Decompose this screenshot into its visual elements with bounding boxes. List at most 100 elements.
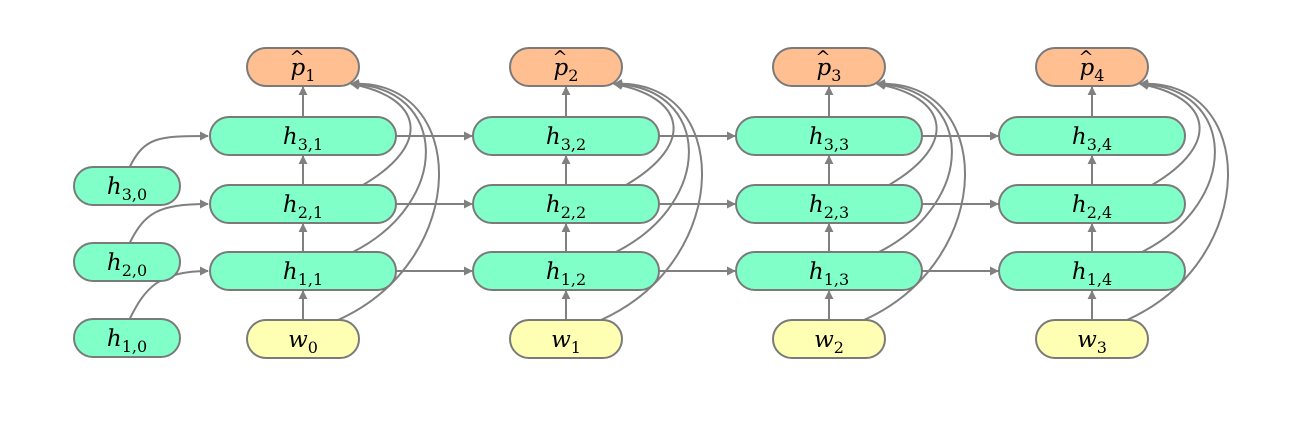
node-hidden-3-1: h3,1: [209, 116, 397, 156]
node-initial-h2: h2,0: [73, 242, 181, 282]
node-initial-h3-label: h3,0: [107, 174, 147, 204]
node-hidden-3-3: h3,3: [735, 116, 923, 156]
edge-h2-to-p-1: [350, 81, 412, 186]
node-hidden-2-4-label-base: h: [1072, 192, 1087, 218]
node-hidden-2-3: h2,3: [735, 184, 923, 224]
node-output-2-label: p2: [554, 55, 579, 85]
node-output-1-label-hat: ^: [289, 47, 304, 68]
node-hidden-1-1-label-sub: 1,1: [298, 270, 323, 289]
node-initial-h3-label-sub: 3,0: [122, 185, 147, 204]
node-input-1-box: [509, 319, 623, 359]
node-hidden-1-4: h1,4: [998, 251, 1186, 291]
node-output-2: p2^: [509, 47, 623, 87]
node-hidden-3-3-label: h3,3: [809, 124, 849, 154]
node-hidden-3-4: h3,4: [998, 116, 1186, 156]
node-hidden-2-4-label-sub: 2,4: [1087, 203, 1112, 222]
node-hidden-2-3-label-base: h: [809, 192, 824, 218]
node-hidden-1-4-label-sub: 1,4: [1087, 270, 1112, 289]
node-hidden-3-1-label: h3,1: [283, 124, 323, 154]
node-hidden-1-1-label-base: h: [283, 259, 298, 285]
node-hidden-1-3-label-sub: 1,3: [824, 270, 849, 289]
edge-init-1: [128, 266, 209, 320]
node-hidden-3-3-label-base: h: [809, 124, 824, 150]
node-output-2-box: [509, 47, 623, 87]
node-input-1: w1: [509, 319, 623, 359]
node-output-2-label-base: p: [554, 55, 569, 81]
node-hidden-2-1-label-base: h: [283, 192, 298, 218]
node-input-3: w3: [1035, 319, 1149, 359]
node-input-1-label: w1: [551, 327, 581, 357]
node-output-4-label-base: p: [1080, 55, 1095, 81]
node-hidden-3-4-label-sub: 3,4: [1087, 135, 1112, 154]
node-output-4-box: [1035, 47, 1149, 87]
node-initial-h2-box: [73, 242, 181, 282]
edge-h1-to-p-2: [613, 79, 690, 253]
node-hidden-2-3-label: h2,3: [809, 192, 849, 222]
node-output-4: p4^: [1035, 47, 1149, 87]
node-input-2: w2: [772, 319, 886, 359]
node-output-3-label-sub: 3: [831, 66, 841, 85]
node-hidden-2-2-label-base: h: [546, 192, 561, 218]
edge-h1-to-p-4: [1139, 79, 1216, 253]
node-hidden-3-2-label-sub: 3,2: [561, 135, 586, 154]
node-input-0: w0: [246, 319, 360, 359]
node-hidden-3-2-label: h3,2: [546, 124, 586, 154]
node-hidden-3-4-label: h3,4: [1072, 124, 1112, 154]
node-hidden-3-3-box: [735, 116, 923, 156]
node-output-1-label: p1: [291, 55, 316, 85]
node-initial-h1-label-sub: 1,0: [122, 337, 147, 356]
node-hidden-3-3-label-sub: 3,3: [824, 135, 849, 154]
node-hidden-1-1: h1,1: [209, 251, 397, 291]
node-hidden-1-3: h1,3: [735, 251, 923, 291]
node-input-3-label-base: w: [1077, 327, 1097, 353]
node-hidden-2-2-label-sub: 2,2: [561, 203, 586, 222]
node-input-1-label-base: w: [551, 327, 571, 353]
nodes-layer: h3,0h2,0h1,0p1^h3,1h2,1h1,1w0p2^h3,2h2,2…: [73, 47, 1186, 359]
node-input-0-label-base: w: [288, 327, 308, 353]
node-hidden-1-2: h1,2: [472, 251, 660, 291]
edge-h2-to-p-4: [1139, 81, 1201, 186]
edge-init-3: [128, 131, 209, 168]
node-input-3-label: w3: [1077, 327, 1107, 357]
node-output-1: p1^: [246, 47, 360, 87]
node-input-0-label-sub: 0: [308, 338, 318, 357]
edge-init-2: [128, 199, 209, 244]
node-hidden-3-4-box: [998, 116, 1186, 156]
node-input-2-box: [772, 319, 886, 359]
node-hidden-3-1-label-base: h: [283, 124, 298, 150]
node-output-4-label-hat: ^: [1078, 47, 1093, 68]
node-hidden-3-2-label-base: h: [546, 124, 561, 150]
node-input-1-label-sub: 1: [571, 338, 581, 357]
edges-layer: [128, 79, 1229, 321]
node-hidden-1-1-label: h1,1: [283, 259, 323, 289]
node-hidden-2-1-label-sub: 2,1: [298, 203, 323, 222]
node-hidden-1-2-label-sub: 1,2: [561, 270, 586, 289]
node-initial-h2-label: h2,0: [107, 250, 147, 280]
node-hidden-1-2-label: h1,2: [546, 259, 586, 289]
node-hidden-2-1-box: [209, 184, 397, 224]
node-output-2-label-hat: ^: [552, 47, 567, 68]
node-hidden-3-4-label-base: h: [1072, 124, 1087, 150]
node-hidden-2-3-box: [735, 184, 923, 224]
node-hidden-3-2-box: [472, 116, 660, 156]
node-hidden-2-4: h2,4: [998, 184, 1186, 224]
node-input-2-label-sub: 2: [834, 338, 844, 357]
node-initial-h1: h1,0: [73, 318, 181, 358]
node-initial-h1-label-base: h: [107, 326, 122, 352]
node-initial-h1-box: [73, 318, 181, 358]
node-hidden-1-4-box: [998, 251, 1186, 291]
node-output-3: p3^: [772, 47, 886, 87]
node-input-0-box: [246, 319, 360, 359]
node-input-3-label-sub: 3: [1097, 338, 1107, 357]
node-hidden-1-3-label: h1,3: [809, 259, 849, 289]
node-hidden-2-3-label-sub: 2,3: [824, 203, 849, 222]
node-output-4-label: p4: [1080, 55, 1105, 85]
node-initial-h3: h3,0: [73, 166, 181, 206]
node-input-0-label: w0: [288, 327, 318, 357]
edge-h1-to-p-3: [876, 79, 953, 253]
node-hidden-1-2-box: [472, 251, 660, 291]
node-output-1-label-base: p: [291, 55, 306, 81]
node-output-1-box: [246, 47, 360, 87]
node-hidden-2-1: h2,1: [209, 184, 397, 224]
node-hidden-3-1-box: [209, 116, 397, 156]
